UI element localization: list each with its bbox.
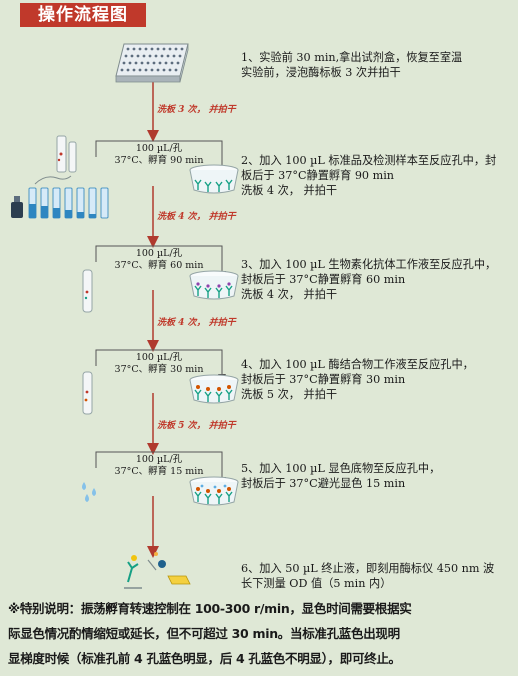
step-4-line-3: 洗板 5 次， 并拍干	[241, 388, 338, 401]
step-4-condition: 100 µL/孔 37°C、孵育 30 min	[96, 352, 222, 376]
step-4-incubation: 37°C、孵育 30 min	[114, 364, 204, 375]
step-4-line-1: 4、加入 100 µL 酶结合物工作液至反应孔中，	[241, 358, 474, 371]
step-3-text: 3、加入 100 µL 生物素化抗体工作液至反应孔中， 封板后于 37°C静置孵…	[241, 257, 496, 302]
note-line-1: ※特别说明：振荡孵育转速控制在 100-300 r/min，显色时间需要根据实	[8, 601, 412, 616]
step-2-line-3: 洗板 4 次， 并拍干	[241, 184, 338, 197]
wash-label-2: 洗板 4 次， 并拍干	[157, 212, 236, 222]
enzyme-tube-icon	[82, 371, 93, 415]
step-6-line-1: 6、加入 50 µL 终止液，即刻用酶标仪 450 nm 波	[241, 562, 495, 575]
step-1-line-1: 1、实验前 30 min,拿出试剂盒，恢复至室温	[241, 51, 463, 64]
bracket-2	[95, 140, 223, 170]
wash-label-4: 洗板 5 次， 并拍干	[157, 421, 236, 431]
step-6-text: 6、加入 50 µL 终止液，即刻用酶标仪 450 nm 波 长下测量 OD 值…	[241, 561, 494, 591]
reaction-well-icon	[189, 164, 239, 194]
step-6-line-2: 长下测量 OD 值（5 min 内）	[241, 577, 392, 590]
antibody-tube-icon	[82, 269, 93, 313]
bracket-3	[95, 245, 223, 275]
step-5-text: 5、加入 100 µL 显色底物至反应孔中， 封板后于 37°C避光显色 15 …	[241, 461, 440, 491]
step-2-condition: 100 µL/孔 37°C、孵育 90 min	[96, 143, 222, 167]
sample-tubes-icon	[11, 135, 109, 219]
step-1-text: 1、实验前 30 min,拿出试剂盒，恢复至室温 实验前，浸泡酶标板 3 次并拍…	[241, 50, 462, 80]
wash-label-1: 洗板 3 次， 并拍干	[157, 105, 236, 115]
step-4-line-2: 封板后于 37°C静置孵育 30 min	[241, 373, 406, 386]
step-1-line-2: 实验前，浸泡酶标板 3 次并拍干	[241, 66, 401, 79]
step-4-text: 4、加入 100 µL 酶结合物工作液至反应孔中， 封板后于 37°C静置孵育 …	[241, 357, 474, 402]
step-3-line-1: 3、加入 100 µL 生物素化抗体工作液至反应孔中，	[241, 258, 497, 271]
step-5-incubation: 37°C、孵育 15 min	[114, 466, 204, 477]
substrate-drops-icon	[82, 482, 96, 502]
step-2-volume: 100 µL/孔	[135, 143, 183, 154]
wash-label-3: 洗板 4 次， 并拍干	[157, 318, 236, 328]
step-4-volume: 100 µL/孔	[135, 352, 183, 363]
reaction-well-icon	[189, 270, 239, 300]
step-2-text: 2、加入 100 µL 标准品及检测样本至反应孔中，封 板后于 37°C静置孵育…	[241, 153, 496, 198]
step-5-line-1: 5、加入 100 µL 显色底物至反应孔中，	[241, 462, 441, 475]
bracket-4	[95, 349, 223, 378]
step-2-line-2: 板后于 37°C静置孵育 90 min	[241, 169, 394, 182]
step-5-line-2: 封板后于 37°C避光显色 15 min	[241, 477, 406, 490]
step-3-volume: 100 µL/孔	[135, 248, 183, 259]
microplate-icon	[115, 43, 189, 83]
step-3-incubation: 37°C、孵育 60 min	[114, 260, 204, 271]
reaction-well-icon	[189, 476, 239, 506]
bracket-5	[95, 451, 223, 481]
step-2-line-1: 2、加入 100 µL 标准品及检测样本至反应孔中，封	[241, 154, 497, 167]
step-2-incubation: 37°C、孵育 90 min	[114, 155, 204, 166]
step-5-volume: 100 µL/孔	[135, 454, 183, 465]
special-note: ※特别说明：振荡孵育转速控制在 100-300 r/min，显色时间需要根据实 …	[8, 596, 512, 671]
note-line-3: 显梯度时候（标准孔前 4 孔蓝色明显，后 4 孔蓝色不明显），即可终止。	[8, 651, 401, 666]
note-line-2: 际显色情况酌情缩短或延长，但不可超过 30 min。当标准孔蓝色出现明	[8, 626, 400, 641]
step-3-line-2: 封板后于 37°C静置孵育 60 min	[241, 273, 406, 286]
reaction-well-icon	[189, 374, 239, 404]
page-title: 操作流程图	[20, 3, 146, 27]
step-3-line-3: 洗板 4 次， 并拍干	[241, 288, 338, 301]
step-3-condition: 100 µL/孔 37°C、孵育 60 min	[96, 248, 222, 272]
step-5-condition: 100 µL/孔 37°C、孵育 15 min	[96, 454, 222, 478]
stop-reaction-icon	[124, 552, 191, 589]
